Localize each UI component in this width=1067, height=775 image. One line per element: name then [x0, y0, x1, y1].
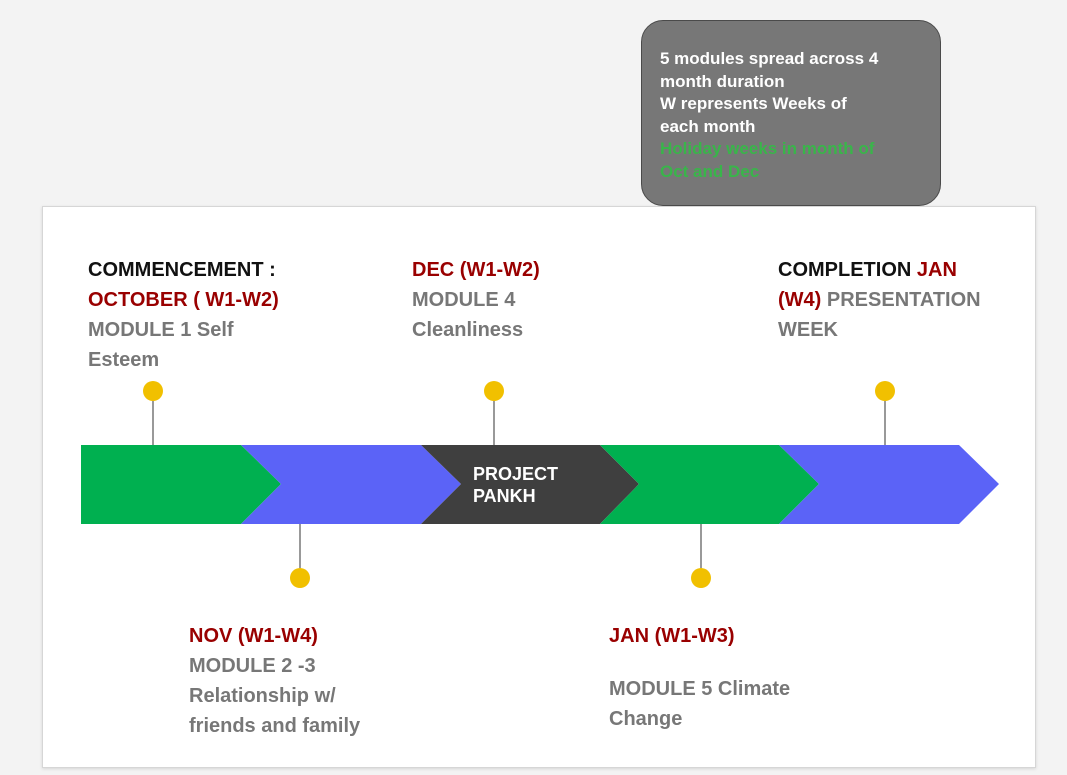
dec-module-line-1: MODULE 4 — [412, 289, 516, 311]
milestone-nov: NOV (W1-W4) MODULE 2 -3 Relationship w/ … — [189, 621, 449, 741]
completion-date-month: JAN — [916, 259, 957, 281]
project-title-line-1: PROJECT — [473, 464, 559, 484]
note-line-1: 5 modules spread across 4 — [660, 49, 879, 68]
segment-center-dark — [421, 445, 639, 524]
milestone-dec: DEC (W1-W2) MODULE 4 Cleanliness — [412, 255, 652, 345]
segment-jan-green — [600, 445, 819, 524]
note-line-2: month duration — [660, 71, 785, 91]
timeline-slide: PROJECT PANKH COMMENCEMENT : OCTOBER ( W… — [42, 206, 1036, 768]
completion-presentation: PRESENTATION — [826, 289, 981, 311]
milestone-dot-nov — [290, 568, 310, 588]
commencement-heading: COMMENCEMENT : — [88, 259, 276, 281]
jan-date: JAN (W1-W3) — [609, 625, 735, 647]
milestone-dot-completion — [875, 381, 895, 401]
segment-nov-blue — [241, 445, 461, 524]
milestone-commencement: COMMENCEMENT : OCTOBER ( W1-W2) MODULE 1… — [88, 255, 348, 375]
completion-week: WEEK — [778, 319, 838, 341]
commencement-module-line-1: MODULE 1 Self — [88, 319, 234, 341]
completion-heading: COMPLETION — [778, 259, 912, 281]
milestone-dot-dec — [484, 381, 504, 401]
jan-module-line-2: Change — [609, 708, 683, 730]
note-line-3: W represents Weeks of — [660, 94, 847, 113]
segment-oct-green — [81, 445, 281, 524]
milestone-jan: JAN (W1-W3) MODULE 5 Climate Change — [609, 621, 869, 734]
note-holiday-line-1: Holiday weeks in month of — [660, 139, 875, 158]
milestone-dot-jan — [691, 568, 711, 588]
jan-module-line-1: MODULE 5 Climate — [609, 678, 791, 700]
dec-date: DEC (W1-W2) — [412, 259, 540, 281]
nov-module-line-2: Relationship w/ — [189, 685, 336, 707]
milestone-completion: COMPLETION JAN (W4) PRESENTATION WEEK — [778, 255, 1028, 345]
dec-module-line-2: Cleanliness — [412, 319, 524, 341]
note-line-4: each month — [660, 116, 756, 136]
timeline-graphic — [81, 381, 999, 588]
commencement-date: OCTOBER ( W1-W2) — [88, 289, 279, 311]
legend-note-box: 5 modules spread across 4 month duration… — [641, 20, 941, 206]
milestone-dot-commencement — [143, 381, 163, 401]
project-title: PROJECT PANKH — [473, 463, 558, 507]
commencement-module-line-2: Esteem — [88, 349, 160, 371]
segment-completion-blue — [779, 445, 999, 524]
nov-date: NOV (W1-W4) — [189, 625, 318, 647]
completion-date-week: (W4) — [778, 289, 822, 311]
note-holiday-line-2: Oct and Dec — [660, 161, 760, 181]
nov-module-line-3: friends and family — [189, 715, 361, 737]
nov-module-line-1: MODULE 2 -3 — [189, 655, 316, 677]
project-title-line-2: PANKH — [473, 486, 536, 506]
